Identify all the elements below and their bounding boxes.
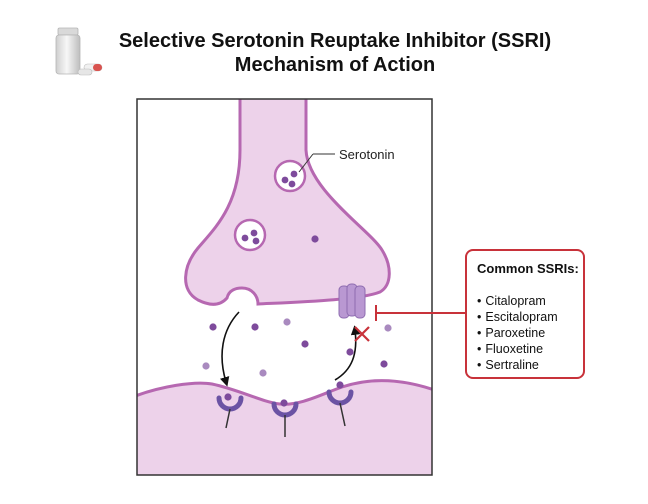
- serotonin-molecule: [346, 348, 354, 356]
- presynaptic-terminal: [184, 99, 391, 306]
- serotonin-molecule: [384, 324, 392, 332]
- serotonin-molecule: [380, 360, 388, 368]
- common-ssris-box: Common SSRIs: Citalopram Escitalopram Pa…: [465, 249, 585, 379]
- serotonin-molecule: [224, 393, 232, 401]
- reuptake-arrow: [334, 325, 361, 381]
- serotonin-molecule: [283, 318, 291, 326]
- serotonin-molecule: [259, 369, 267, 377]
- title-line-2: Mechanism of Action: [234, 54, 436, 76]
- receptor: [326, 389, 354, 427]
- vesicle: [273, 159, 307, 193]
- serotonin-molecule: [202, 362, 210, 370]
- serotonin-molecule: [336, 381, 344, 389]
- diagram-frame: [136, 98, 433, 476]
- pill-bottle-icon: [55, 27, 103, 76]
- list-item: Citalopram: [477, 293, 583, 309]
- serotonin-transporter: [338, 283, 366, 319]
- list-item: Sertraline: [477, 357, 583, 373]
- page-title: Selective Serotonin Reuptake Inhibitor (…: [90, 29, 580, 77]
- list-item: Paroxetine: [477, 325, 583, 341]
- receptor: [216, 395, 244, 429]
- list-item: Fluoxetine: [477, 341, 583, 357]
- common-ssris-title: Common SSRIs:: [477, 261, 579, 276]
- release-arrow: [220, 311, 240, 387]
- serotonin-molecule: [251, 323, 259, 331]
- serotonin-molecule: [280, 399, 288, 407]
- serotonin-molecule: [301, 340, 309, 348]
- serotonin-label: Serotonin: [339, 147, 395, 162]
- vesicle: [233, 218, 267, 252]
- serotonin-molecule: [311, 235, 319, 243]
- serotonin-molecule: [209, 323, 217, 331]
- serotonin-leader-line: [298, 153, 314, 173]
- block-x-icon: [354, 326, 370, 342]
- receptor: [271, 401, 299, 437]
- title-line-1: Selective Serotonin Reuptake Inhibitor (…: [118, 30, 552, 52]
- ssri-list: Citalopram Escitalopram Paroxetine Fluox…: [477, 293, 583, 373]
- list-item: Escitalopram: [477, 309, 583, 325]
